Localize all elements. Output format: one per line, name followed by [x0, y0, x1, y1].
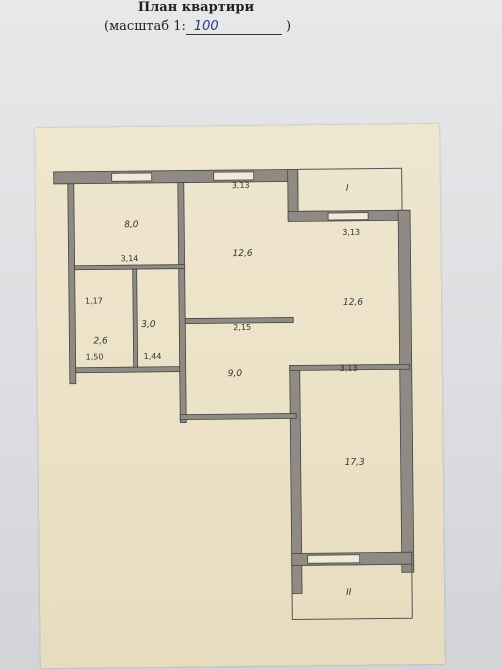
dim-label: 3,14 — [121, 254, 139, 263]
dim-label: 3,13 — [342, 228, 360, 237]
room-2-area-label: 2,6 — [93, 336, 108, 346]
dim-label: 1,44 — [144, 352, 162, 361]
scale-prefix: (масштаб 1: — [104, 19, 186, 34]
dim-label: 3,13 — [232, 181, 250, 190]
room-1-area-label: 9,0 — [228, 369, 243, 379]
window — [327, 212, 369, 221]
dim-label: 1,50 — [86, 352, 104, 361]
floor-plan-sheet: 8,0 12,6 12,6 9,0 17,3 3,0 2,6 I II 3,13… — [35, 123, 445, 669]
room-8-area-label: 8,0 — [124, 220, 139, 230]
partition-1 — [177, 182, 187, 424]
partition-2 — [74, 264, 186, 271]
balcony-2-outline — [291, 563, 413, 620]
dim-label: 3,13 — [340, 364, 358, 373]
window — [307, 554, 361, 564]
room-8-area-label-b: 17,3 — [345, 458, 365, 468]
partition-3 — [184, 317, 294, 324]
floor-plan-drawing: 8,0 12,6 12,6 9,0 17,3 3,0 2,6 I II 3,13… — [53, 167, 415, 620]
plan-title: План квартири — [137, 0, 255, 15]
dim-label: 2,15 — [233, 323, 251, 332]
room-6-area-label: 12,6 — [232, 249, 252, 259]
balcony-1-outline — [297, 167, 403, 212]
partition-5 — [132, 268, 139, 370]
balcony-1-label: I — [346, 184, 349, 194]
window — [213, 171, 255, 181]
scale-label: (масштаб 1:100 ) — [104, 19, 291, 35]
balcony-2-label: II — [346, 588, 352, 598]
partition-4 — [289, 363, 411, 371]
wall-top — [53, 168, 299, 185]
wall-left — [67, 183, 77, 385]
room-7-area-label: 12,6 — [343, 298, 363, 308]
window — [111, 172, 153, 182]
partition-6 — [75, 366, 181, 374]
scale-value: 100 — [185, 19, 282, 35]
room-3-area-label: 3,0 — [141, 320, 156, 330]
wall-right — [397, 209, 415, 573]
scale-suffix: ) — [286, 19, 292, 34]
partition-7 — [179, 413, 297, 421]
page-header: План квартири (масштаб 1:100 ) — [0, 0, 502, 44]
dim-label: 1,17 — [85, 296, 103, 305]
